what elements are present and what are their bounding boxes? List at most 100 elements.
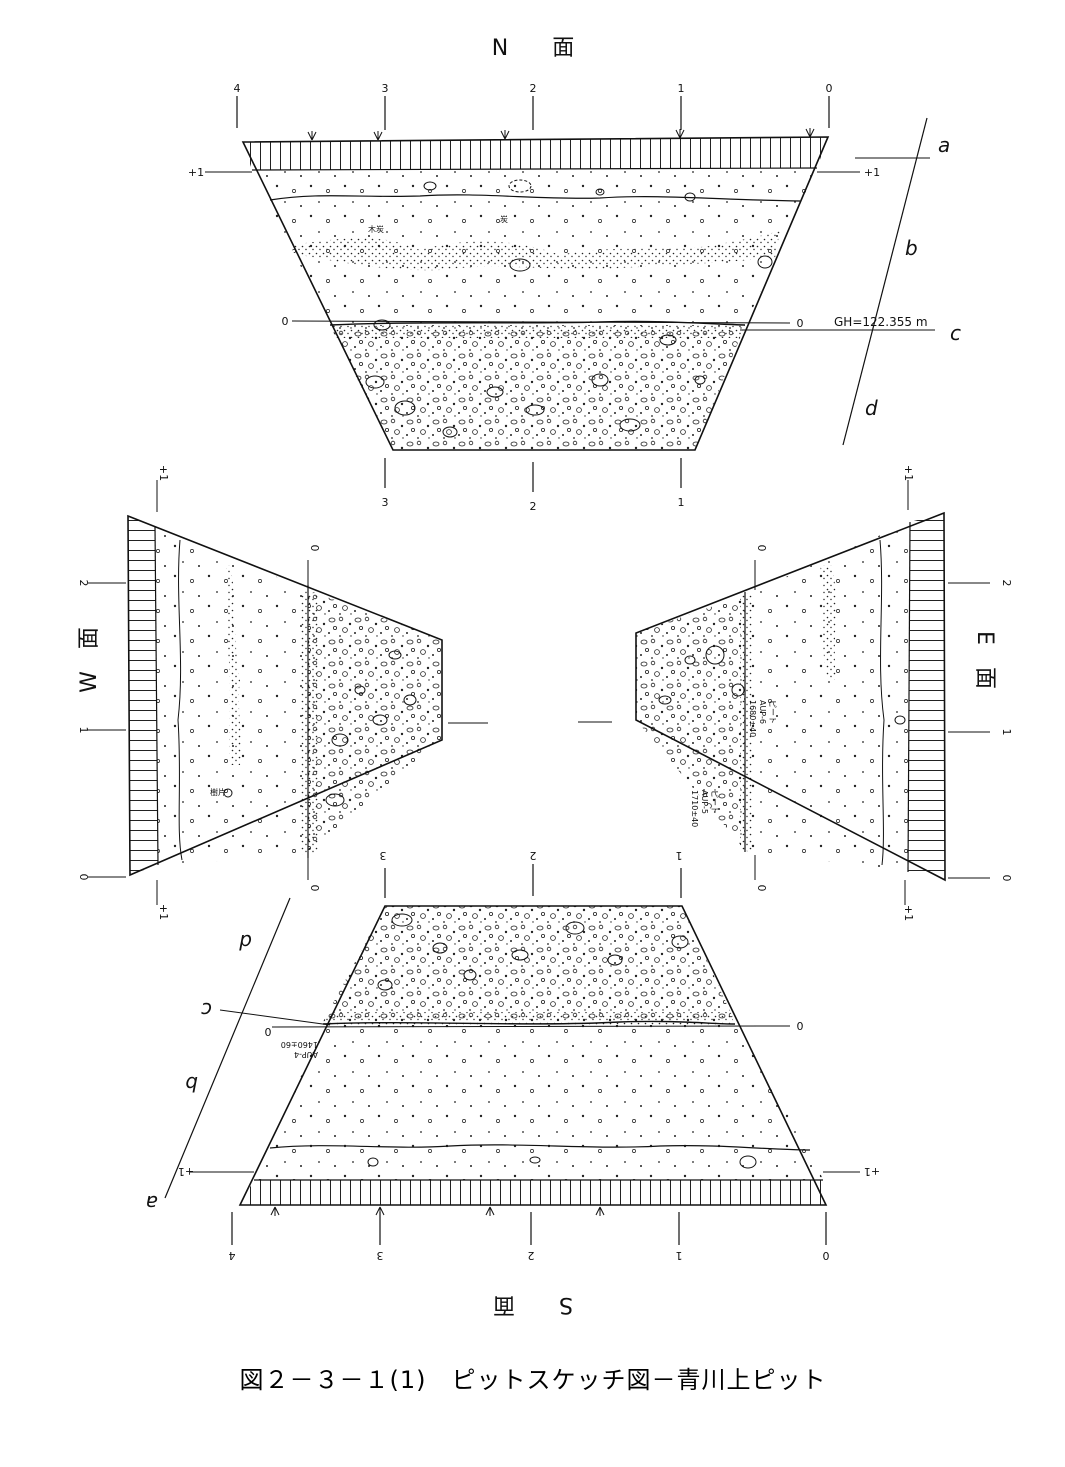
north-bottom-tick-2: 2 [530,500,537,513]
south-tick-1: 1 [676,1249,683,1262]
north-topsoil [243,137,828,170]
east-layer-b [745,522,910,872]
south-top-tick-1: 1 [676,849,683,862]
east-topsoil [908,513,945,880]
north-tick-0: 0 [826,82,833,95]
svg-text:1710±40: 1710±40 [690,790,699,827]
south-top-ticks: 3 2 1 [380,849,683,898]
east-zero-top: 0 [755,545,768,552]
figure-caption: 図２－３－１(1) ピットスケッチ図－青川上ピット [240,1366,827,1394]
south-layer-b-label: b [185,1072,198,1096]
north-tick-4: 4 [234,82,241,95]
north-face-title: N 面 [492,36,574,61]
west-face: W 面 +1 2 1 0 +1 0 0 [77,465,488,920]
east-layer-c [740,592,752,852]
svg-text:AUP-5: AUP-5 [700,790,709,814]
svg-text:1460±60: 1460±60 [281,1040,318,1049]
east-top-plus1: +1 [902,465,915,481]
north-bottom-tick-3: 3 [382,496,389,509]
west-outline [127,514,443,877]
north-grass [307,128,815,141]
east-one: 1 [1000,729,1013,736]
south-tick-2: 2 [528,1249,535,1262]
west-layer-d [308,590,442,855]
north-charcoal-note: 炭 [500,215,508,224]
north-layer-c-label: c [950,321,961,345]
north-outline [241,136,830,451]
north-layer-axis [842,117,928,446]
west-topsoil [128,516,158,875]
north-left-zero: 0 [282,315,289,328]
east-face: E 面 +1 2 1 0 +1 0 0 [578,465,1013,921]
west-top-plus1: +1 [157,465,170,481]
south-left-plus1: +1 [178,1165,194,1178]
south-right-zero: 0 [797,1019,804,1032]
south-layer-axis [164,897,291,1199]
south-right-plus1: +1 [864,1165,880,1178]
south-layer-c-label: c [201,998,212,1022]
north-upper-gravel [252,168,817,205]
north-right-zero: 0 [797,317,804,330]
south-outline [238,905,828,1206]
north-layer-d-label: d [865,396,878,420]
south-stones [367,913,757,1169]
south-topsoil [240,1180,826,1205]
north-tick-1: 1 [678,82,685,95]
north-layer-b-label: b [905,236,918,260]
west-lens-sand [226,565,242,765]
north-layer-d [330,325,745,450]
east-layer-d [636,595,745,850]
west-two: 2 [77,580,90,587]
east-lens-sand [820,565,836,680]
south-face-title: S 面 [493,1292,573,1317]
east-zero-bottom: 0 [755,885,768,892]
east-two: 2 [1000,580,1013,587]
east-zero: 0 [1000,875,1013,882]
west-one: 1 [77,727,90,734]
north-bottom-tick-1: 1 [678,496,685,509]
north-tick-2: 2 [530,82,537,95]
east-outline [635,511,946,882]
west-zero-bottom: 0 [308,885,321,892]
svg-text:1680±40: 1680±40 [748,700,757,737]
svg-text:AUP-4: AUP-4 [294,1050,318,1059]
north-left-plus1: +1 [188,166,204,179]
svg-text:ピート: ピート [768,700,777,724]
svg-text:AUP-6: AUP-6 [758,700,767,724]
south-layer-d [323,906,735,1022]
west-zero-top: 0 [308,545,321,552]
south-top-tick-3: 3 [380,849,387,862]
south-layer-a-label: a [146,1191,158,1215]
east-sample-aup6: ピート AUP-6 1680±40 [748,700,777,737]
north-mokutan: 木炭 [368,224,384,234]
south-bottom-ticks: 4 3 2 1 0 [229,1212,830,1262]
south-face: 0 0 +1 +1 3 2 1 4 3 2 1 0 [146,849,880,1317]
south-upper-gravel [254,1148,823,1180]
south-layer-d-label: d [239,930,252,954]
south-tick-3: 3 [377,1249,384,1262]
south-sample-aup4: AUP-4 1460±60 [281,1040,318,1059]
south-tick-0: 0 [823,1249,830,1262]
east-sample-aup5: ピート AUP-5 1710±40 [690,790,719,827]
south-left-zero: 0 [265,1025,272,1038]
west-stones [223,650,417,807]
north-stones [365,179,773,438]
north-top-ticks: 4 3 2 1 0 [234,82,833,130]
east-bottom-plus1: +1 [902,905,915,921]
south-grass [270,1206,605,1216]
south-top-tick-2: 2 [530,849,537,862]
west-bottom-plus1: +1 [157,904,170,920]
south-layer-b [270,1025,810,1148]
north-gh-label: GH=122.355 m [834,315,928,329]
west-face-title: W 面 [77,627,102,693]
svg-text:ピート: ピート [710,790,719,814]
west-zero: 0 [77,874,90,881]
north-lens-sand [292,230,780,271]
east-stones [658,645,906,725]
west-layer-c [300,590,318,855]
west-wood-piece: 樹片 [210,787,226,797]
north-tick-3: 3 [382,82,389,95]
north-bottom-ticks: 3 2 1 [382,458,685,513]
east-face-title: E 面 [972,631,997,689]
